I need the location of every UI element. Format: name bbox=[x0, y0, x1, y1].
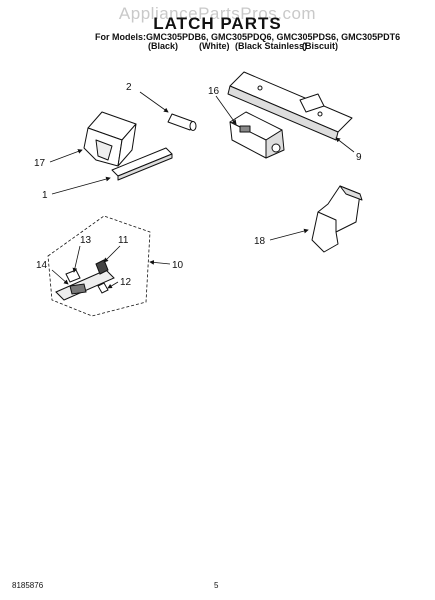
color-white: (White) bbox=[199, 41, 230, 51]
callout-1: 1 bbox=[42, 190, 48, 201]
callout-11: 11 bbox=[118, 235, 129, 246]
watermark: AppliancePartsPros.com bbox=[118, 4, 317, 23]
part-11-block bbox=[95, 259, 109, 275]
callout-9: 9 bbox=[356, 152, 362, 163]
callout-17: 17 bbox=[34, 158, 46, 169]
part-10-assembly bbox=[55, 259, 115, 301]
callout-14: 14 bbox=[36, 260, 48, 271]
part-17-latch-cover bbox=[83, 111, 137, 167]
page-number: 5 bbox=[214, 581, 219, 590]
part-14-arm bbox=[69, 283, 87, 295]
page-title: LATCH PARTS bbox=[153, 14, 282, 33]
callout-18: 18 bbox=[254, 236, 266, 247]
part-2-roller bbox=[167, 113, 197, 131]
part-10-assembly-outline bbox=[47, 215, 151, 317]
callout-16: 16 bbox=[208, 86, 220, 97]
callout-2: 2 bbox=[126, 82, 132, 93]
color-black: (Black) bbox=[148, 41, 179, 51]
callout-12: 12 bbox=[120, 277, 132, 288]
color-black-stainless: (Black Stainless) bbox=[235, 41, 308, 51]
part-1-strip bbox=[111, 147, 173, 181]
part-13-switch bbox=[65, 269, 81, 283]
part-18-side-bracket bbox=[311, 185, 363, 253]
part-16-latch-motor bbox=[229, 111, 285, 159]
color-biscuit: (Biscuit) bbox=[302, 41, 338, 51]
document-number: 8185876 bbox=[12, 581, 44, 590]
callout-10: 10 bbox=[172, 260, 184, 271]
models-line: For Models:GMC305PDB6, GMC305PDQ6, GMC30… bbox=[95, 32, 401, 42]
part-12-clip bbox=[97, 282, 109, 294]
callout-13: 13 bbox=[80, 235, 92, 246]
